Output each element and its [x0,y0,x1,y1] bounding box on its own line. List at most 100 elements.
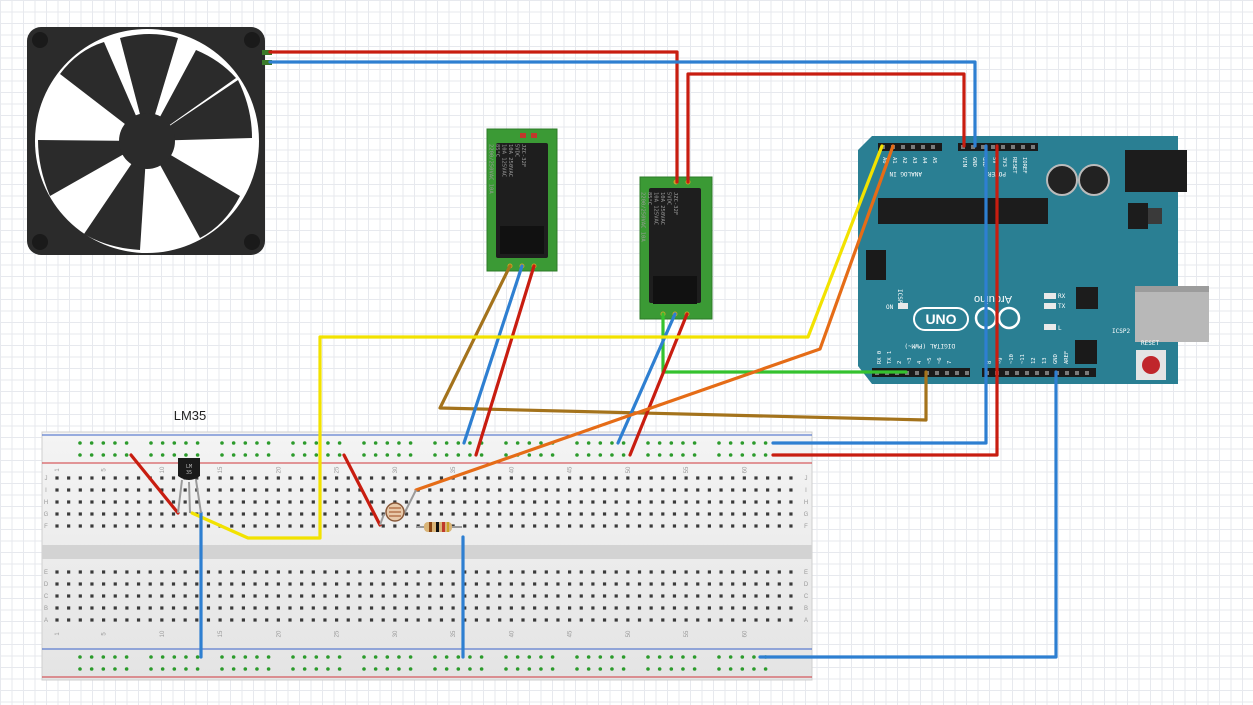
header-pin [1005,371,1009,375]
column-number: 55 [684,630,690,637]
row-letter: J [45,476,48,482]
column-number: 45 [568,630,574,637]
column-number: 25 [335,630,341,637]
header-pin [1035,371,1039,375]
digital-pin-label: ~3 [907,357,913,364]
header-pin [991,145,995,149]
fan-blades [38,34,252,250]
header-pin [921,145,925,149]
relay-module-2: JZC-32F5VDC10A 250VAC10A 125VAC85°C2200/… [639,176,713,320]
digital-pin-label: RX 0 [877,351,883,364]
atmega-chip [878,198,1048,224]
row-letter: C [44,594,49,600]
lm35-body-text-2: 35 [186,470,192,476]
column-number: 10 [160,466,166,473]
column-number: 50 [626,630,632,637]
column-number: 15 [218,466,224,473]
digital-header-1 [872,368,970,377]
row-letter: D [804,582,809,588]
digital-pin-label: ~9 [998,357,1004,364]
digital-pin-label: ~11 [1020,354,1026,364]
tx-led [1044,303,1056,309]
row-letter: D [44,582,49,588]
breadboard: 1155101015152020252530303535404045455050… [41,431,813,681]
row-letter: B [44,606,48,612]
relay-module-1: JZC-32F5VDC10A 250VAC10A 125VAC85°C2200/… [486,128,558,272]
usb-port [1135,286,1209,342]
column-number: 25 [335,466,341,473]
header-pin [1065,371,1069,375]
digital-pin-label: 2 [897,361,903,364]
icsp-label: ICSP [896,289,903,304]
relay-2-label: JZC-32F5VDC10A 250VAC10A 125VAC85°C2200/… [640,192,679,242]
wire-ldr-vcc [342,453,382,527]
digital-pin-label: ~10 [1009,354,1015,364]
power-pin-label: GND [981,157,987,167]
wire-lm35-vcc [129,453,180,515]
row-letter: A [44,618,48,624]
relay-1-label: JZC-32F5VDC10A 250VAC10A 125VAC85°C2200/… [488,144,527,194]
lm35-sensor: LM35 LM 35 [174,408,207,514]
digital-pin-label: 13 [1042,357,1048,364]
header-pin [945,371,949,375]
wire-relay2-gnd [616,312,677,445]
wire-lm35-to-a0 [190,144,884,540]
wire-relay1-gnd [462,264,524,445]
row-letter: C [804,594,809,600]
lm35-label: LM35 [174,408,207,423]
column-number: 45 [568,466,574,473]
fan-hub [119,113,175,169]
cooling-fan [27,27,272,255]
row-letter: E [804,570,808,576]
l-led [1044,324,1056,330]
photoresistor [379,489,417,526]
column-number: 60 [742,466,748,473]
header-pin [965,371,969,375]
header-pin [1015,371,1019,375]
analog-pin-label: A5 [931,157,937,164]
header-pin [1011,145,1015,149]
header-pin [911,145,915,149]
header-pin [915,371,919,375]
arduino-uno-board: UNO Arduino ICSP ICSP2 RESET RX TX L ON … [858,136,1209,384]
header-pin [1031,145,1035,149]
header-pin [1025,371,1029,375]
resistor [416,522,462,532]
tx-label: TX [1058,303,1066,310]
header-pin [931,145,935,149]
header-pin [1021,145,1025,149]
analog-pin-label: A3 [911,157,917,164]
column-number: 1 [55,468,61,472]
digital-pin-label: GND [1053,354,1059,364]
wire-relay1-vcc [474,264,536,457]
column-number: 5 [102,632,108,636]
row-letter: A [804,618,808,624]
row-letter: I [45,488,47,494]
wire-rail-5v [771,144,999,457]
header-pin [1075,371,1079,375]
power-pin-label: VIN [961,157,967,167]
dc-power-jack [1125,150,1187,192]
analog-label: ANALOG IN [889,170,922,177]
capacitor-2 [1078,164,1110,196]
row-letter: B [804,606,808,612]
column-number: 10 [160,630,166,637]
wire-bottom-gnd [758,370,1058,659]
digital-pin-label: 8 [987,361,993,364]
header-pin [1045,371,1049,375]
row-letter: F [44,524,48,530]
column-number: 35 [451,630,457,637]
reset-label: RESET [1141,340,1159,347]
row-letter: H [44,500,48,506]
wire-fan-to-relay [268,50,679,184]
wire-fan-to-gnd [268,60,977,148]
column-number: 1 [55,632,61,636]
analog-pin-label: A0 [881,157,887,164]
row-letter: F [804,524,808,530]
row-letter: H [804,500,808,506]
column-number: 30 [393,466,399,473]
column-number: 60 [742,630,748,637]
column-number: 30 [393,630,399,637]
